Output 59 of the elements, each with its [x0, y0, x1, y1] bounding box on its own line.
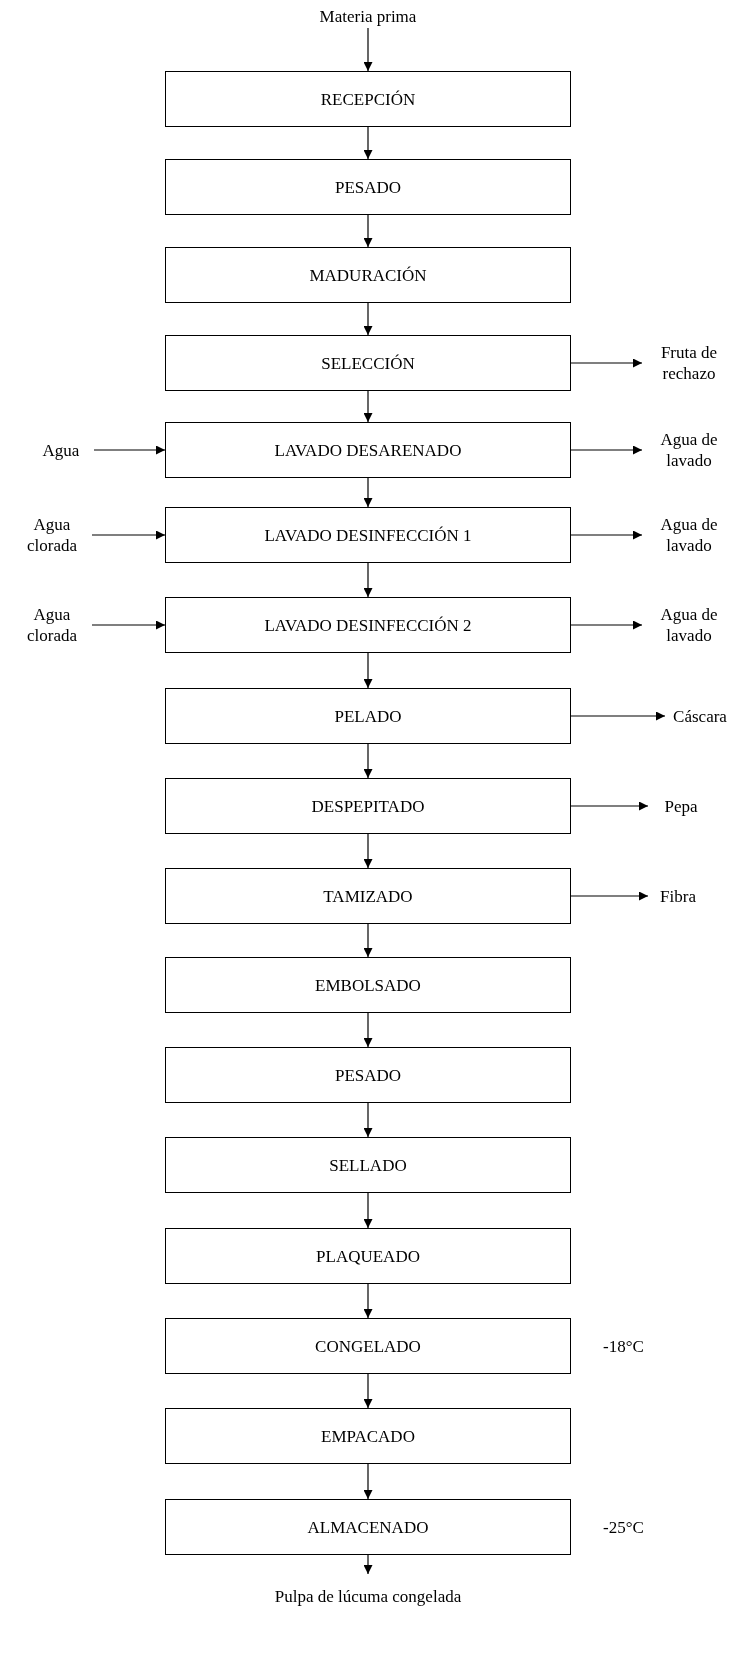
arrow [363, 1463, 373, 1500]
arrow [91, 620, 166, 630]
process-box: PESADO [165, 1047, 571, 1103]
arrow [363, 302, 373, 336]
process-box: SELECCIÓN [165, 335, 571, 391]
arrow [363, 923, 373, 958]
process-box: SELLADO [165, 1137, 571, 1193]
process-box: TAMIZADO [165, 868, 571, 924]
process-box: PESADO [165, 159, 571, 215]
temperature-label: -25°C [603, 1517, 644, 1538]
arrow [363, 214, 373, 248]
process-box: PLAQUEADO [165, 1228, 571, 1284]
arrow [363, 1192, 373, 1229]
flow-text: Agua de lavado [642, 604, 736, 646]
arrow [363, 1283, 373, 1319]
process-box: ALMACENADO [165, 1499, 571, 1555]
process-box: CONGELADO [165, 1318, 571, 1374]
process-box: LAVADO DESINFECCIÓN 2 [165, 597, 571, 653]
arrow [363, 562, 373, 598]
arrow [570, 620, 643, 630]
flow-text: Agua [28, 439, 94, 461]
flow-text: Fibra [648, 885, 708, 907]
process-box: MADURACIÓN [165, 247, 571, 303]
flow-text: Agua de lavado [642, 429, 736, 471]
arrow [363, 1102, 373, 1138]
arrow [570, 358, 643, 368]
arrow [363, 1373, 373, 1409]
flow-text: Materia prima [298, 4, 438, 28]
arrow [570, 711, 666, 721]
process-box: RECEPCIÓN [165, 71, 571, 127]
process-box: DESPEPITADO [165, 778, 571, 834]
arrow [363, 743, 373, 779]
process-box: LAVADO DESARENADO [165, 422, 571, 478]
process-box: EMBOLSADO [165, 957, 571, 1013]
process-box: LAVADO DESINFECCIÓN 1 [165, 507, 571, 563]
arrow [93, 445, 166, 455]
arrow [363, 477, 373, 508]
arrow [570, 530, 643, 540]
arrow [363, 126, 373, 160]
flow-text: Pepa [648, 795, 714, 817]
arrow [363, 1554, 373, 1575]
arrow [91, 530, 166, 540]
flow-text: Agua de lavado [642, 514, 736, 556]
arrow [570, 445, 643, 455]
flow-text: Pulpa de lúcuma congelada [258, 1574, 478, 1618]
process-box: PELADO [165, 688, 571, 744]
temperature-label: -18°C [603, 1336, 644, 1357]
arrow [363, 833, 373, 869]
process-box: EMPACADO [165, 1408, 571, 1464]
flow-text: Fruta de rechazo [642, 342, 736, 384]
arrow [363, 1012, 373, 1048]
arrow [363, 27, 373, 72]
arrow [570, 801, 649, 811]
flow-text: Agua clorada [12, 514, 92, 556]
arrow [570, 891, 649, 901]
flow-text: Agua clorada [12, 604, 92, 646]
arrow [363, 390, 373, 423]
flow-text: Cáscara [665, 705, 735, 727]
arrow [363, 652, 373, 689]
